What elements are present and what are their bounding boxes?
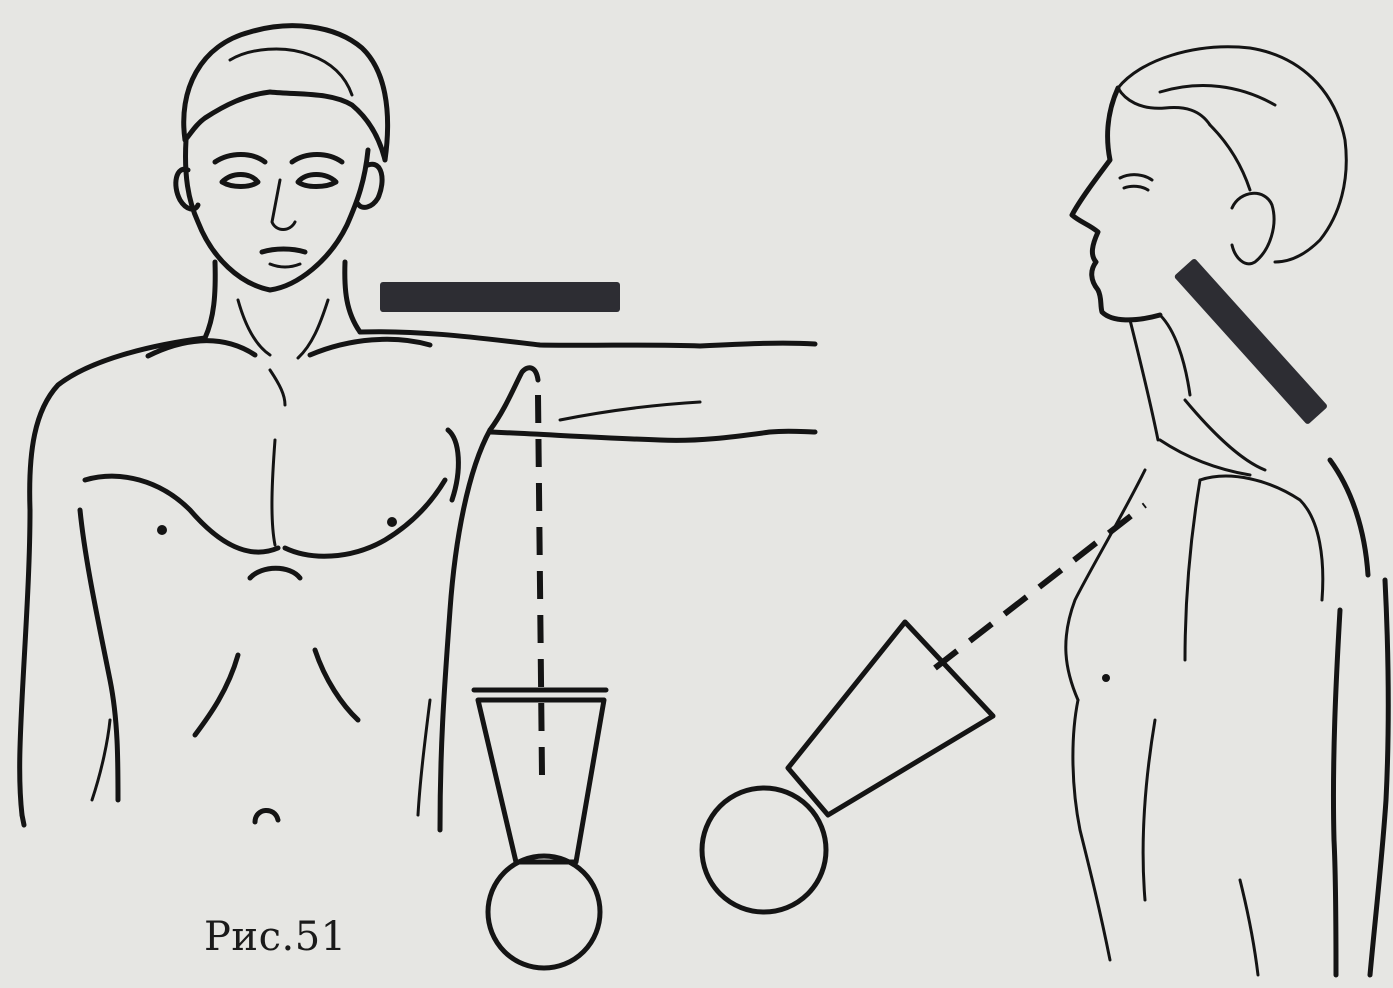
profile-contact-bar xyxy=(1174,258,1329,425)
front-emitter xyxy=(474,690,606,968)
right-nipple xyxy=(387,517,397,527)
figure-caption: Рис.51 xyxy=(204,914,347,960)
front-direction-line xyxy=(538,395,542,775)
front-hair xyxy=(184,26,388,160)
front-view-figure xyxy=(20,26,815,830)
left-nipple xyxy=(157,525,167,535)
front-left-shoulder xyxy=(20,338,205,815)
profile-face xyxy=(1072,88,1160,320)
profile-emitter xyxy=(702,622,993,912)
profile-nipple xyxy=(1102,674,1110,682)
front-contact-bar xyxy=(380,282,620,312)
profile-direction-line xyxy=(935,505,1145,668)
profile-view-figure xyxy=(1066,47,1388,975)
profile-back xyxy=(1370,580,1388,975)
